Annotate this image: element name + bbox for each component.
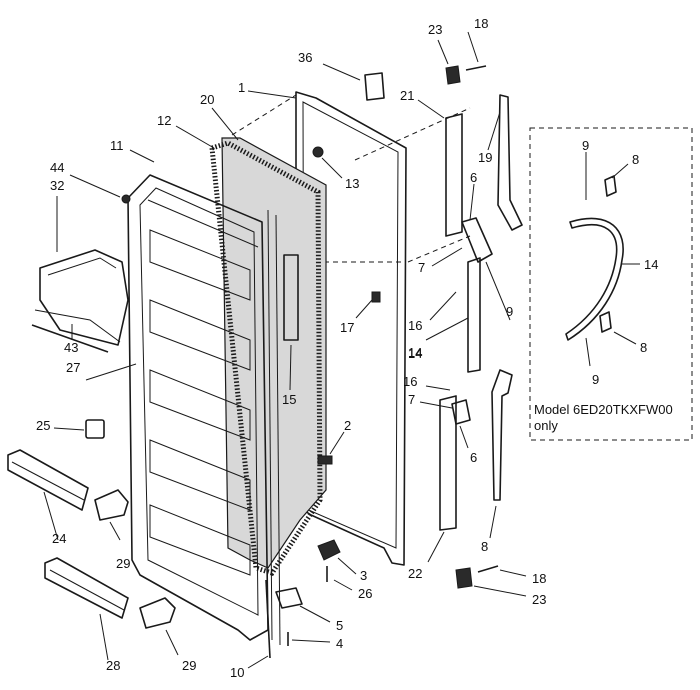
mount-bracket-6b: [451, 399, 471, 425]
callout-23-bottom: 23: [532, 592, 546, 607]
callout-32: 32: [50, 178, 64, 193]
callout-36: 36: [298, 50, 312, 65]
hinge-pin-17: [371, 291, 381, 303]
callout-27: 27: [66, 360, 80, 375]
callout-7-top: 7: [418, 260, 425, 275]
hinge-cap-23-bottom: [455, 567, 473, 589]
callout-11: 11: [110, 138, 124, 153]
callout-6-top: 6: [470, 170, 477, 185]
callout-2: 2: [344, 418, 351, 433]
callout-5: 5: [336, 618, 343, 633]
callout-18-top: 18: [474, 16, 488, 31]
callout-16-top: 16: [408, 318, 422, 333]
label-36: [364, 72, 385, 101]
callout-43: 43: [64, 340, 78, 355]
handle-19: [497, 94, 523, 231]
callout-15: 15: [282, 392, 296, 407]
shelf-24: [7, 449, 89, 511]
breaker-strip-15: [283, 254, 299, 341]
insulation-foam: [209, 137, 327, 576]
callout-19: 19: [478, 150, 492, 165]
callout-13: 13: [345, 176, 359, 191]
handle-8: [491, 369, 513, 501]
end-cap-29-lower: [139, 597, 176, 629]
screw-44: [121, 194, 131, 204]
callout-29-upper: 29: [116, 556, 130, 571]
callout-7-bottom: 7: [408, 392, 415, 407]
callout-9-model-top: 9: [582, 138, 589, 153]
callout-26: 26: [358, 586, 372, 601]
callout-22: 22: [408, 566, 422, 581]
callout-8-model-bottom: 8: [640, 340, 647, 355]
inner-door-liner: [127, 174, 281, 646]
callouts: 36 1 20 12 11 44 32 13 17 14 15 43 27 25…: [36, 16, 673, 680]
end-cap-29-upper: [94, 489, 129, 521]
callout-9-model-bottom: 9: [592, 372, 599, 387]
callout-25: 25: [36, 418, 50, 433]
spacer-2: [317, 455, 333, 465]
model-box: [529, 127, 693, 441]
handle-trim-22: [439, 395, 457, 531]
screw-18-bottom: [477, 565, 499, 573]
callout-4: 4: [336, 636, 343, 651]
callout-14: 14: [408, 345, 422, 360]
hinge-cap-23-top: [445, 65, 461, 85]
callout-29-lower: 29: [182, 658, 196, 673]
callout-8-bottom: 8: [481, 539, 488, 554]
mount-bracket-6: [461, 217, 493, 263]
bracket-5: [275, 587, 303, 609]
callout-16-bottom: 16: [403, 374, 417, 389]
cover-25: [85, 419, 105, 439]
callout-24: 24: [52, 531, 66, 546]
door-bin-32: [31, 249, 129, 353]
callout-14-model: 14: [644, 257, 658, 272]
callout-1: 1: [238, 80, 245, 95]
callout-3: 3: [360, 568, 367, 583]
gasket-strip-10: [265, 579, 271, 659]
callout-8-model-top: 8: [632, 152, 639, 167]
callout-18-bottom: 18: [532, 571, 546, 586]
callout-6-bottom: 6: [470, 450, 477, 465]
model-note-line2: only: [534, 418, 558, 433]
handle-trim-14: [467, 257, 481, 373]
plug-13: [312, 146, 324, 158]
model-note-line1: Model 6ED20TKXFW00: [534, 402, 673, 417]
handle-trim-21: [445, 113, 463, 237]
callout-44: 44: [50, 160, 64, 175]
callout-12: 12: [157, 113, 171, 128]
callout-17: 17: [340, 320, 354, 335]
callout-28: 28: [106, 658, 120, 673]
callout-23-top: 23: [428, 22, 442, 37]
callout-21: 21: [400, 88, 414, 103]
bottom-hinge-3: [317, 539, 341, 561]
callout-9-mid: 9: [506, 304, 513, 319]
shelf-28: [44, 557, 129, 619]
callout-20: 20: [200, 92, 214, 107]
callout-14-mid: 14: [408, 346, 422, 361]
screw-18-top: [465, 65, 487, 71]
callout-10: 10: [230, 665, 244, 680]
